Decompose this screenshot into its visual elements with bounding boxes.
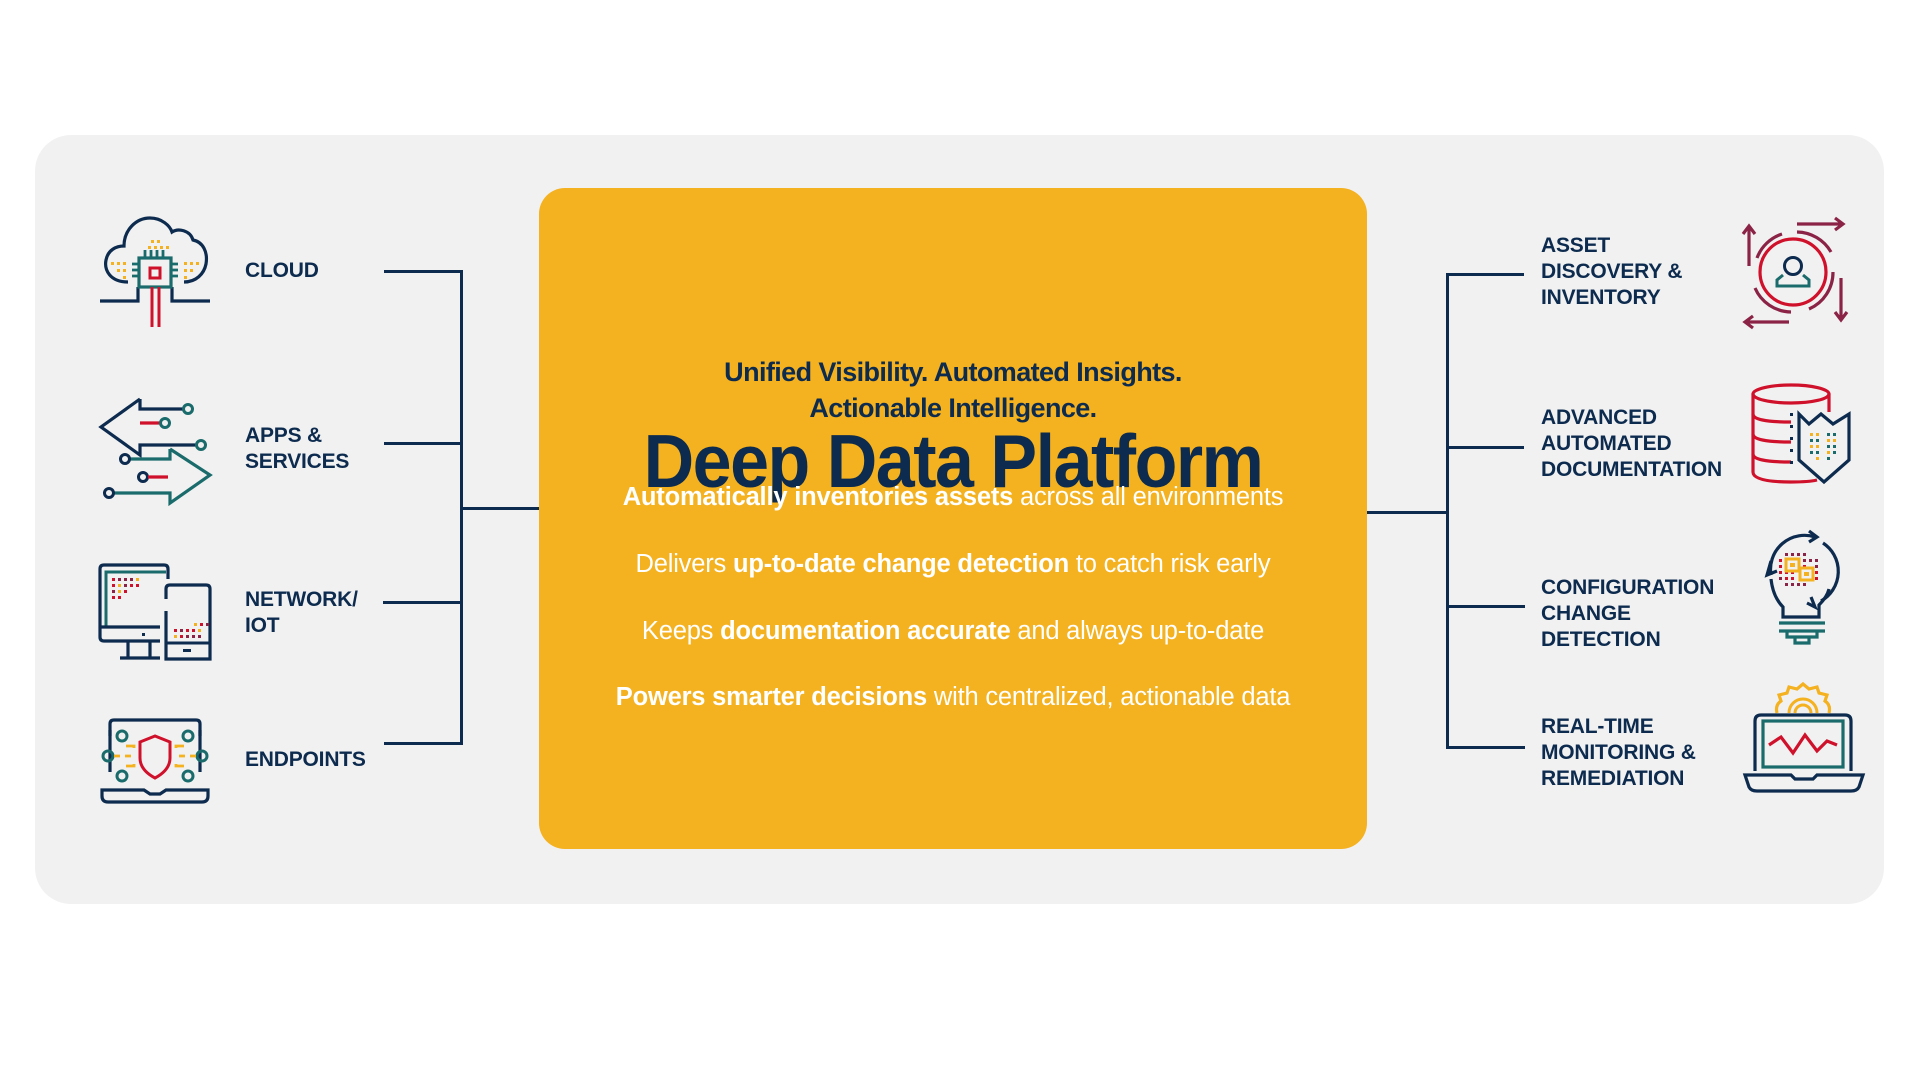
- capability-rest: to catch risk early: [1068, 550, 1271, 578]
- connector-monitoring: [1446, 746, 1525, 749]
- source-label-endpoints: ENDPOINTS: [245, 747, 366, 773]
- label-line: CLOUD: [245, 259, 319, 282]
- label-line: AUTOMATED: [1541, 432, 1672, 455]
- label-line: DOCUMENTATION: [1541, 458, 1722, 481]
- user-cycle-icon: [1739, 216, 1851, 330]
- source-label-cloud: CLOUD: [245, 258, 319, 284]
- laptop-monitoring-icon: [1742, 681, 1866, 795]
- platform-title: Deep Data Platform: [539, 418, 1367, 504]
- desktop-mobile-icon: [98, 563, 212, 663]
- connector-documentation: [1446, 446, 1524, 449]
- label-line: ASSET: [1541, 234, 1611, 257]
- label-line: DISCOVERY &: [1541, 260, 1683, 283]
- label-line: ENDPOINTS: [245, 748, 366, 771]
- connector-right-from-core: [1367, 511, 1448, 514]
- outcome-label-configuration: CONFIGURATION CHANGE DETECTION: [1541, 575, 1714, 653]
- outcome-label-documentation: ADVANCED AUTOMATED DOCUMENTATION: [1541, 405, 1722, 483]
- connector-left-to-core: [460, 507, 539, 510]
- capability-line: Delivers up-to-date change detection to …: [539, 548, 1367, 580]
- capability-emphasis: Powers smarter decisions: [615, 683, 928, 711]
- capability-rest: across all environments: [1013, 483, 1284, 511]
- outcome-label-monitoring: REAL-TIME MONITORING & REMEDIATION: [1541, 714, 1696, 792]
- connector-endpoints: [384, 742, 462, 745]
- capability-line: Automatically inventories assets across …: [539, 481, 1367, 513]
- label-line: INVENTORY: [1541, 286, 1661, 309]
- bidirectional-arrows-icon: [98, 397, 213, 507]
- platform-core-box: Deep Data Platform Unified Visibility. A…: [539, 188, 1367, 849]
- capability-lead: Keeps: [641, 617, 721, 645]
- label-line: IOT: [245, 614, 280, 637]
- capability-line: Powers smarter decisions with centralize…: [539, 681, 1367, 713]
- connector-network: [383, 601, 462, 604]
- outcome-label-asset-discovery: ASSET DISCOVERY & INVENTORY: [1541, 233, 1683, 311]
- capability-line: Keeps documentation accurate and always …: [539, 615, 1367, 647]
- label-line: CHANGE: [1541, 602, 1631, 625]
- capability-emphasis: up-to-date change detection: [732, 550, 1069, 578]
- label-line: ADVANCED: [1541, 406, 1657, 429]
- subtitle-line-2: Actionable Intelligence.: [809, 393, 1097, 423]
- database-shield-icon: [1751, 382, 1853, 486]
- source-label-apps: APPS & SERVICES: [245, 423, 349, 475]
- label-line: REAL-TIME: [1541, 715, 1654, 738]
- source-label-network: NETWORK/ IOT: [245, 587, 358, 639]
- platform-title-text: Deep Data Platform: [643, 418, 1264, 504]
- capability-emphasis: Automatically inventories assets: [622, 483, 1014, 511]
- label-line: CONFIGURATION: [1541, 576, 1715, 599]
- label-line: SERVICES: [245, 450, 350, 473]
- connector-configuration: [1446, 605, 1525, 608]
- label-line: NETWORK/: [245, 588, 358, 611]
- label-line: MONITORING &: [1541, 741, 1696, 764]
- label-line: DETECTION: [1541, 628, 1661, 651]
- cloud-chip-icon: [98, 214, 212, 328]
- subtitle-line-1: Unified Visibility. Automated Insights.: [724, 357, 1182, 387]
- label-line: REMEDIATION: [1541, 767, 1685, 790]
- connector-cloud: [384, 270, 462, 273]
- connector-apps: [384, 442, 462, 445]
- lightbulb-refresh-icon: [1763, 529, 1843, 645]
- capability-emphasis: documentation accurate: [720, 617, 1011, 645]
- capability-rest: with centralized, actionable data: [927, 683, 1291, 711]
- laptop-shield-icon: [98, 718, 212, 806]
- connector-asset: [1446, 273, 1524, 276]
- capability-rest: and always up-to-date: [1010, 617, 1265, 645]
- capability-lead: Delivers: [635, 550, 733, 578]
- label-line: APPS &: [245, 424, 322, 447]
